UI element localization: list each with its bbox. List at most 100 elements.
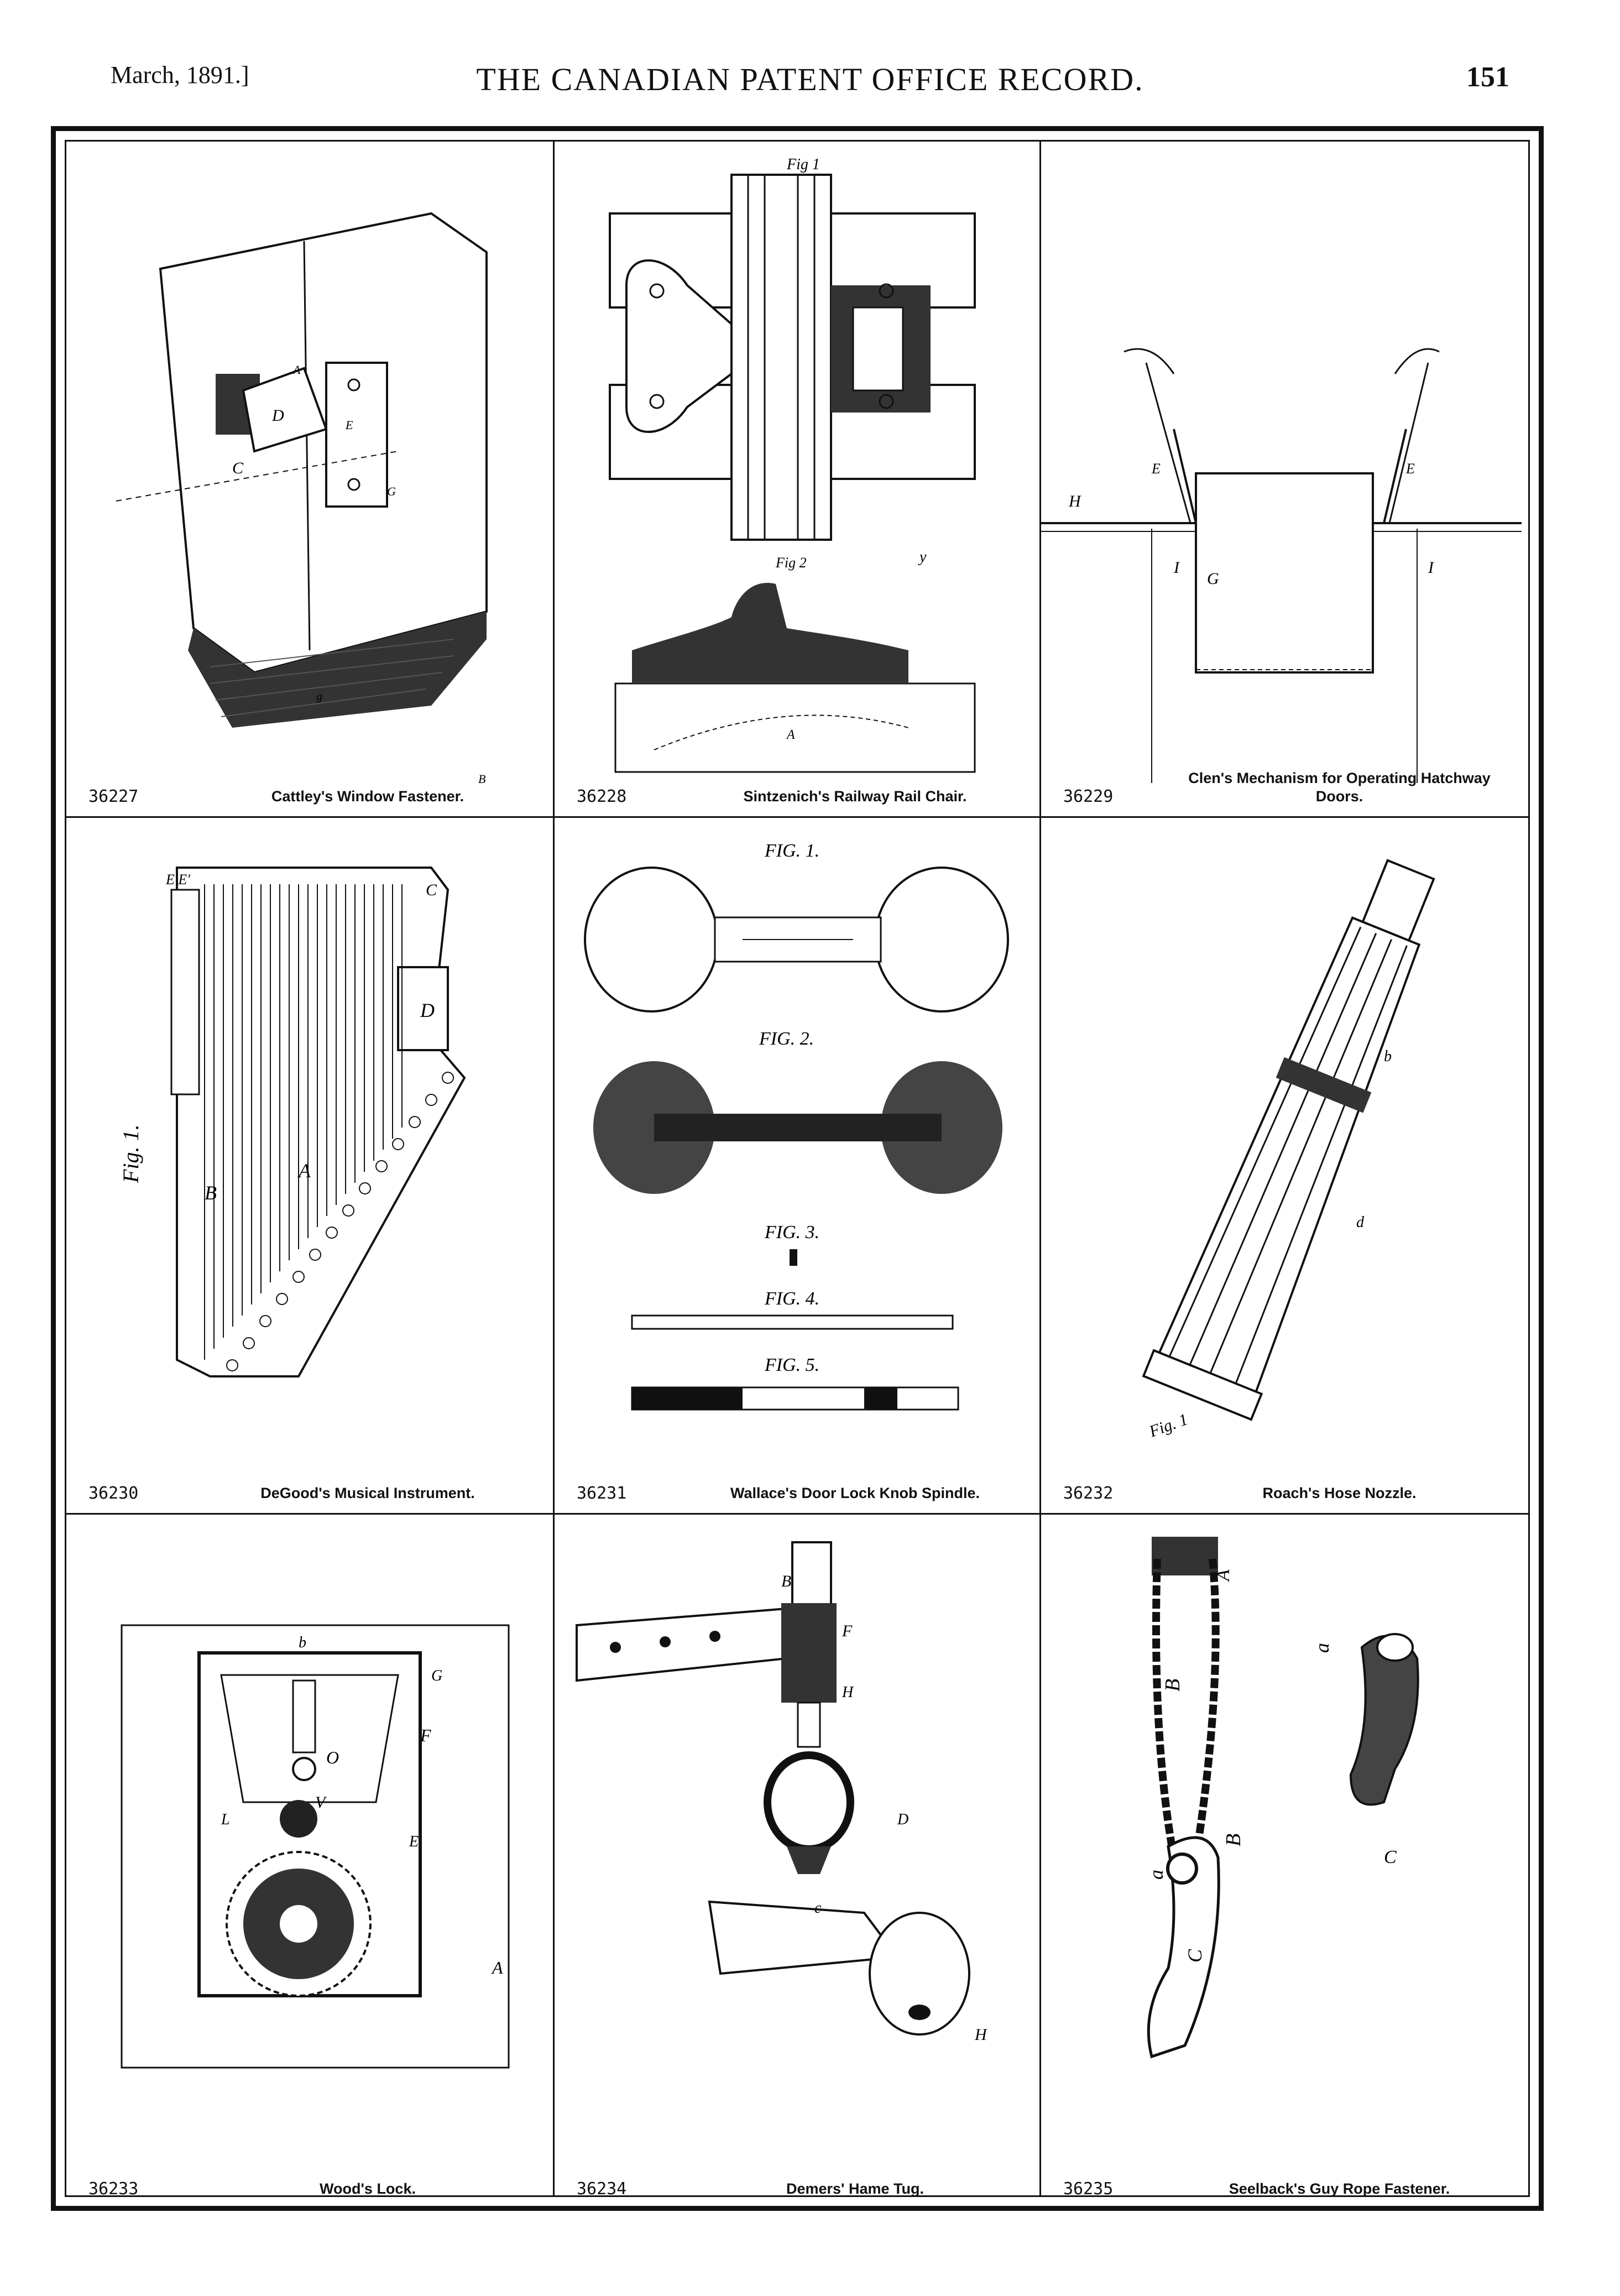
svg-text:A: A: [786, 728, 795, 742]
svg-text:C: C: [1184, 1949, 1206, 1963]
caption: 36228 Sintzenich's Railway Rail Chair.: [577, 787, 1028, 806]
svg-text:B: B: [1222, 1834, 1245, 1846]
svg-text:a: a: [1145, 1870, 1167, 1880]
svg-text:O: O: [326, 1747, 339, 1767]
svg-text:E: E: [1405, 461, 1415, 477]
patent-title: Wallace's Door Lock Knob Spindle.: [730, 1485, 980, 1502]
svg-text:D: D: [897, 1811, 908, 1828]
svg-text:b: b: [1384, 1048, 1392, 1065]
svg-text:E: E: [345, 418, 353, 432]
patent-cell: Fig. 1 b d 36232 Roach's Hose Nozzle.: [1041, 818, 1522, 1513]
caption: 36229 Clen's Mechanism for Operating Hat…: [1063, 769, 1511, 807]
fig-label: FIG. 3.: [764, 1222, 819, 1243]
grid-divider: [66, 816, 1528, 818]
patent-title: Cattley's Window Fastener.: [271, 788, 464, 805]
page-date: March, 1891.]: [111, 61, 249, 88]
svg-text:B: B: [478, 772, 485, 786]
patent-cell: D C A E G B g 36227 Cattley's Window Fasten…: [66, 142, 553, 816]
svg-text:I: I: [1173, 559, 1180, 577]
lock-drawing: bG OV FE AL: [121, 1624, 510, 2069]
svg-text:B: B: [781, 1572, 791, 1590]
svg-text:B: B: [205, 1182, 217, 1204]
fig-label: Fig. 1: [1146, 1410, 1190, 1441]
hose-nozzle-drawing: Fig. 1 b d: [1142, 859, 1435, 1441]
svg-text:A: A: [491, 1958, 503, 1977]
fig-label: Fig 1: [786, 156, 820, 173]
page-number: 151: [1466, 61, 1509, 93]
svg-text:D: D: [271, 406, 284, 425]
patent-title: Sintzenich's Railway Rail Chair.: [743, 788, 967, 805]
caption: 36230 DeGood's Musical Instrument.: [88, 1484, 542, 1503]
journal-title: THE CANADIAN PATENT OFFICE RECORD.: [476, 61, 1144, 97]
fig-label: FIG. 5.: [764, 1355, 819, 1375]
svg-text:G: G: [387, 484, 396, 498]
hatchway-mechanism-drawing: H G I I E E: [1041, 348, 1522, 783]
svg-text:A: A: [1213, 1569, 1234, 1582]
svg-text:I: I: [1428, 559, 1435, 577]
patent-title: DeGood's Musical Instrument.: [260, 1485, 475, 1502]
caption: 36235 Seelback's Guy Rope Fastener.: [1063, 2179, 1511, 2199]
svg-text:d: d: [1356, 1214, 1365, 1231]
caption: 36232 Roach's Hose Nozzle.: [1063, 1484, 1511, 1503]
grid-divider: [1039, 142, 1041, 2195]
fig-label: Fig. 1.: [118, 1124, 143, 1183]
musical-instrument-drawing: Fig. 1. B A D C E E': [118, 867, 466, 1377]
svg-text:E E': E E': [165, 872, 190, 888]
fig-label: FIG. 2.: [759, 1029, 814, 1049]
svg-text:G: G: [431, 1667, 442, 1684]
svg-text:E: E: [409, 1833, 419, 1850]
patent-cell: H G I I E E 36229 Clen's Mechanism for Oper…: [1041, 142, 1522, 816]
svg-text:A: A: [292, 363, 301, 377]
patent-number: 36227: [88, 787, 139, 806]
svg-text:C: C: [1384, 1847, 1397, 1867]
caption: 36231 Wallace's Door Lock Knob Spindle.: [577, 1484, 1028, 1503]
plate-grid: D C A E G B g 36227 Cattley's Window Fasten…: [65, 140, 1530, 2199]
svg-text:D: D: [420, 999, 435, 1021]
svg-text:C: C: [426, 881, 437, 899]
patent-number: 36234: [577, 2179, 627, 2199]
patent-number: 36229: [1063, 787, 1114, 806]
patent-number: 36230: [88, 1484, 139, 1503]
svg-text:A: A: [297, 1160, 311, 1182]
patent-number: 36232: [1063, 1484, 1114, 1503]
svg-text:L: L: [221, 1811, 230, 1828]
rail-chair-drawing: Fig 1 Fig 2 yA: [609, 156, 976, 773]
svg-text:y: y: [918, 549, 927, 566]
grid-divider: [66, 1513, 1528, 1515]
svg-text:H: H: [842, 1684, 854, 1701]
patent-number: 36228: [577, 787, 627, 806]
patent-cell: FIG. 1. FIG. 2. FIG. 3. FIG. 4. FIG. 5.: [555, 818, 1039, 1513]
svg-text:B: B: [1161, 1679, 1184, 1692]
svg-text:G: G: [1207, 570, 1219, 588]
window-fastener-drawing: D C A E G B g: [116, 212, 488, 786]
hame-tug-drawing: BF HD cH: [576, 1541, 988, 2044]
svg-text:C: C: [232, 459, 244, 477]
svg-text:V: V: [315, 1793, 327, 1812]
svg-text:c: c: [814, 1900, 822, 1917]
patent-number: 36233: [88, 2179, 139, 2199]
patent-cell: B B a a A C C 36235 Seelback's Guy Rope …: [1041, 1515, 1522, 2209]
patent-title: Seelback's Guy Rope Fastener.: [1229, 2180, 1450, 2198]
fig-label: FIG. 1.: [764, 841, 819, 861]
patent-title: Roach's Hose Nozzle.: [1262, 1485, 1417, 1502]
grid-divider: [553, 142, 555, 2195]
plate-frame: D C A E G B g 36227 Cattley's Window Fasten…: [51, 126, 1544, 2211]
svg-text:F: F: [842, 1622, 853, 1640]
patent-number: 36235: [1063, 2179, 1114, 2199]
caption: 36233 Wood's Lock.: [88, 2179, 542, 2199]
fig-label: FIG. 4.: [764, 1288, 819, 1309]
door-knob-spindle-drawing: FIG. 1. FIG. 2. FIG. 3. FIG. 4. FIG. 5.: [584, 841, 1009, 1411]
caption: 36227 Cattley's Window Fastener.: [88, 787, 542, 806]
svg-text:H: H: [974, 2026, 988, 2044]
svg-text:g: g: [316, 689, 322, 703]
svg-text:b: b: [299, 1634, 306, 1651]
svg-text:E: E: [1151, 461, 1161, 477]
guy-rope-fastener-drawing: B B a a A C C: [1145, 1537, 1419, 2059]
svg-text:H: H: [1068, 492, 1082, 510]
fig-label: Fig 2: [775, 555, 807, 571]
patent-title: Clen's Mechanism for Operating Hatchway …: [1188, 769, 1491, 805]
patent-title: Wood's Lock.: [320, 2180, 416, 2198]
